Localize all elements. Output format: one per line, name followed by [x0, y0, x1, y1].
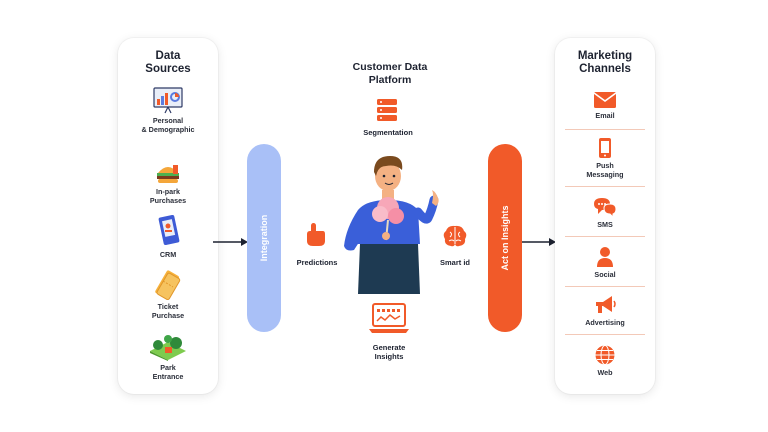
- channel-label-web: Web: [597, 368, 613, 377]
- data-sources-title: Data Sources: [145, 50, 191, 75]
- channel-item-push: Push Messaging: [555, 137, 655, 179]
- crm-phone-icon: [158, 215, 180, 245]
- platform-title: Customer Data Platform: [352, 61, 428, 86]
- smart-id-label: Smart id: [439, 258, 470, 267]
- chat-bubbles-icon: [594, 198, 617, 218]
- source-label-ticket: Ticket Purchase: [151, 302, 185, 320]
- brain-icon: [443, 225, 467, 247]
- person-icon: [597, 247, 613, 267]
- arrow-to-channels: [521, 238, 556, 246]
- laptop-insights-icon: [369, 303, 409, 333]
- source-item-crm: CRM: [118, 214, 218, 259]
- channel-item-sms: SMS: [555, 196, 655, 229]
- arrow-to-integration: [213, 238, 248, 246]
- act-on-insights-pill: Act on Insights: [488, 144, 522, 332]
- marketing-channels-panel: Marketing Channels Email Push Messaging …: [555, 38, 655, 394]
- channel-divider: [565, 334, 645, 335]
- channel-divider: [565, 129, 645, 130]
- channel-item-email: Email: [555, 91, 655, 120]
- channel-label-push: Push Messaging: [586, 161, 624, 179]
- email-icon: [593, 92, 617, 108]
- channel-item-web: Web: [555, 344, 655, 377]
- globe-icon: [595, 345, 615, 365]
- channel-label-sms: SMS: [597, 220, 613, 229]
- source-label-personal: Personal & Demographic: [141, 116, 195, 134]
- channel-divider: [565, 236, 645, 237]
- pointing-hand-icon: [307, 223, 325, 246]
- channel-label-advertising: Advertising: [585, 318, 625, 327]
- segmentation-label: Segmentation: [363, 128, 413, 137]
- channel-divider: [565, 286, 645, 287]
- channel-item-social: Social: [555, 246, 655, 279]
- data-sources-panel: Data Sources Personal & Demographic In-p…: [118, 38, 218, 394]
- predictions-label: Predictions: [296, 258, 338, 267]
- integration-label: Integration: [259, 214, 269, 262]
- channel-label-social: Social: [594, 270, 616, 279]
- megaphone-icon: [596, 296, 616, 313]
- channel-divider: [565, 186, 645, 187]
- act-on-insights-label: Act on Insights: [500, 205, 510, 271]
- source-label-crm: CRM: [159, 250, 177, 259]
- source-item-inpark: In-park Purchases: [118, 161, 218, 205]
- person-illustration: [344, 156, 439, 294]
- source-label-park: Park Entrance: [152, 363, 184, 381]
- mobile-phone-icon: [599, 138, 611, 158]
- channel-label-email: Email: [595, 111, 615, 120]
- channel-item-advertising: Advertising: [555, 294, 655, 327]
- server-stack-icon: [377, 99, 397, 121]
- source-label-inpark: In-park Purchases: [149, 187, 187, 205]
- park-icon: [150, 335, 186, 361]
- source-item-park: Park Entrance: [118, 331, 218, 381]
- generate-insights-label: Generate Insights: [372, 343, 406, 361]
- source-item-personal: Personal & Demographic: [118, 86, 218, 134]
- integration-pill: Integration: [247, 144, 281, 332]
- ticket-icon: [155, 270, 181, 300]
- burger-icon: [157, 165, 179, 183]
- source-item-ticket: Ticket Purchase: [118, 270, 218, 320]
- marketing-channels-title: Marketing Channels: [577, 50, 633, 75]
- analytics-board-icon: [153, 87, 183, 114]
